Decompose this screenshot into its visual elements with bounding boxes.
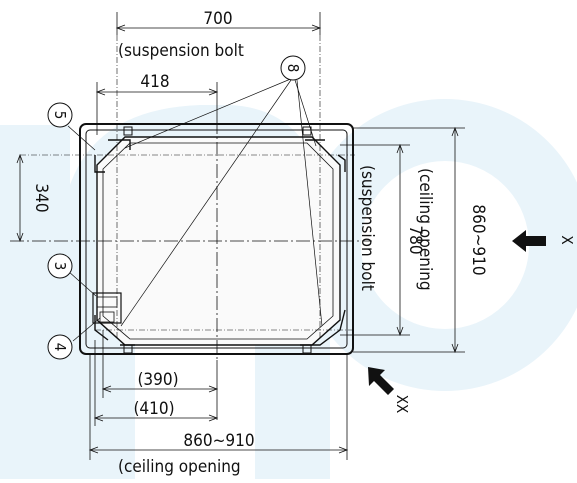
- leader-8-c: [120, 79, 292, 327]
- corner-br: [302, 344, 312, 354]
- view-label-xx: XX: [393, 395, 411, 414]
- callout-3: 3: [51, 262, 69, 271]
- label-suspension-bolt-top: (suspension bolt: [118, 41, 244, 61]
- center-lines: [10, 120, 372, 360]
- corner-tr: [302, 126, 312, 136]
- label-860-910-bottom: 860~910: [183, 431, 254, 451]
- dim-340-arrow-t: [16, 153, 24, 164]
- inner-panel: [85, 129, 348, 349]
- dim-340-arrow-b: [16, 232, 24, 243]
- dim-410-arrow-r: [208, 414, 219, 422]
- label-340: 340: [31, 183, 51, 212]
- leader-8-b: [294, 79, 317, 147]
- leader-8-d: [296, 79, 323, 327]
- view-labels: X XX: [393, 235, 576, 413]
- callout-4-circle: [47, 334, 73, 360]
- callout-labels: 5 8 3 4: [51, 64, 302, 352]
- view-arrow-xx: [368, 367, 394, 395]
- label-780: 780: [405, 225, 425, 254]
- corner-bl: [123, 344, 133, 354]
- pipe-fitting: [99, 311, 115, 323]
- label-ceiling-opening-bottom: (ceiling opening: [118, 457, 241, 477]
- unit-body-inner: [102, 142, 334, 340]
- outer-panel: [79, 123, 354, 355]
- leader-8-a: [124, 77, 294, 149]
- callout-3-circle: [47, 253, 73, 279]
- callout-8: 8: [284, 64, 302, 73]
- label-ceiling-opening-side: (ceiling opening: [415, 168, 435, 291]
- view-label-x: X: [558, 235, 576, 244]
- bracket-top-left: [94, 139, 131, 173]
- leader-lines: [67, 77, 323, 342]
- callouts: [47, 55, 306, 360]
- unit-outline: [79, 123, 354, 355]
- label-390: (390): [137, 370, 178, 390]
- label-700: 700: [203, 9, 232, 29]
- callout-5-circle: [47, 102, 73, 128]
- view-arrow-x: [512, 230, 546, 252]
- leader-4: [72, 317, 101, 342]
- view-arrows: [368, 230, 546, 395]
- callout-8-circle: [280, 55, 306, 81]
- dimension-labels: 700 (suspension bolt 418 340 (suspension…: [31, 9, 488, 477]
- callout-5: 5: [51, 111, 69, 120]
- label-suspension-bolt-side: (suspension bolt: [357, 165, 377, 291]
- leader-5: [67, 125, 96, 151]
- bolt-lines: [20, 35, 355, 340]
- leader-3: [67, 270, 97, 297]
- label-860-910-side: 860~910: [468, 204, 488, 275]
- corner-tl: [123, 126, 133, 136]
- watermark-bar-left: [0, 125, 70, 479]
- label-418: 418: [140, 72, 169, 92]
- dimension-lines: [16, 12, 465, 460]
- callout-4: 4: [51, 343, 69, 352]
- label-410: (410): [133, 399, 174, 419]
- bracket-top-right: [305, 139, 346, 172]
- pipe-block: [92, 292, 122, 324]
